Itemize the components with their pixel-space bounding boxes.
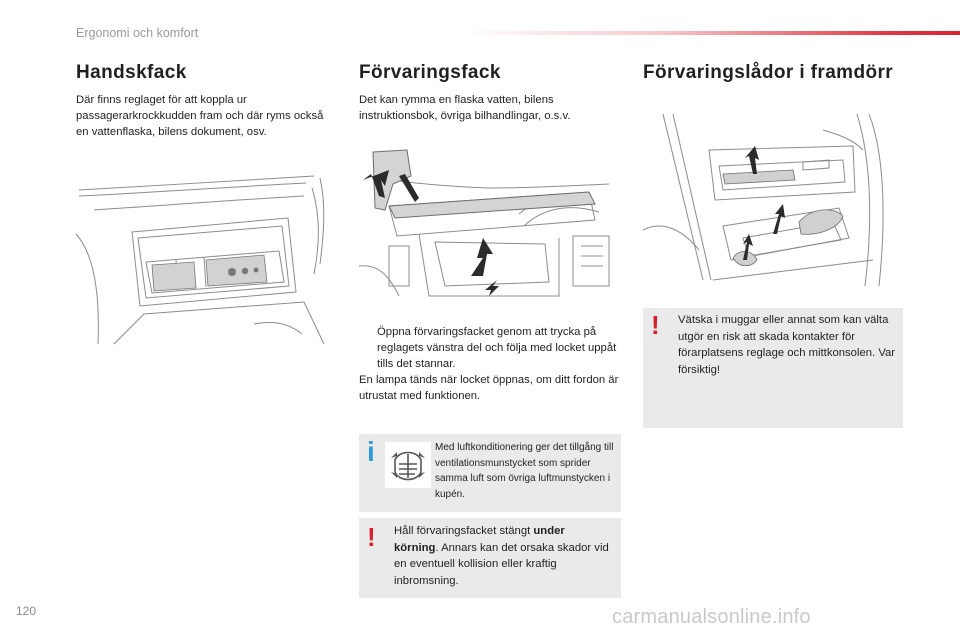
info-text: Med luftkonditionering ger det tillgång … bbox=[435, 442, 614, 500]
info-box: i Med luftkonditionering ger det tillgån… bbox=[359, 434, 621, 512]
door-warning-text: Vätska i muggar eller annat som kan vält… bbox=[678, 314, 896, 376]
info-icon: i bbox=[367, 436, 375, 467]
warning-text-start: Håll förvaringsfacket stängt bbox=[394, 525, 534, 537]
warning-icon: ! bbox=[651, 310, 660, 340]
storage-illustration bbox=[359, 146, 621, 304]
storage-warning-text: Håll förvaringsfacket stängt under körni… bbox=[394, 523, 612, 589]
lamp-note: En lampa tänds när locket öppnas, om dit… bbox=[359, 374, 619, 402]
storage-title: Förvaringsfack bbox=[359, 62, 501, 83]
step-text: Öppna förvaringsfacket genom att trycka … bbox=[377, 326, 617, 370]
watermark: carmanualsonline.info bbox=[612, 606, 811, 628]
glovebox-title: Handskfack bbox=[76, 62, 187, 83]
glovebox-text: Där finns reglaget för att koppla ur pas… bbox=[76, 94, 324, 138]
open-step: Öppna förvaringsfacket genom att trycka … bbox=[359, 324, 621, 372]
storage-warning-box: ! Håll förvaringsfacket stängt under kör… bbox=[359, 518, 621, 598]
warning-text-end: . Annars kan det orsaka skador vid en ev… bbox=[394, 541, 609, 587]
glovebox-illustration bbox=[74, 174, 336, 352]
page-number: 120 bbox=[16, 604, 37, 618]
door-illustration bbox=[643, 110, 903, 288]
warning-text-bold: under körning bbox=[394, 525, 565, 554]
column-glovebox: Handskfack Där finns reglaget för att ko… bbox=[76, 62, 336, 138]
header-gradient-bar bbox=[460, 31, 960, 35]
column-door: Förvaringslådor i framdörr bbox=[643, 62, 943, 84]
column-storage: Förvaringsfack Det kan rymma en flaska v… bbox=[359, 62, 621, 122]
section-header: Ergonomi och komfort bbox=[76, 26, 199, 40]
door-warning-box: ! Vätska i muggar eller annat som kan vä… bbox=[643, 308, 903, 428]
warning-icon: ! bbox=[367, 522, 376, 552]
door-title: Förvaringslådor i framdörr bbox=[643, 62, 894, 83]
storage-text: Det kan rymma en flaska vatten, bilens i… bbox=[359, 94, 571, 122]
vent-icon bbox=[385, 442, 431, 488]
